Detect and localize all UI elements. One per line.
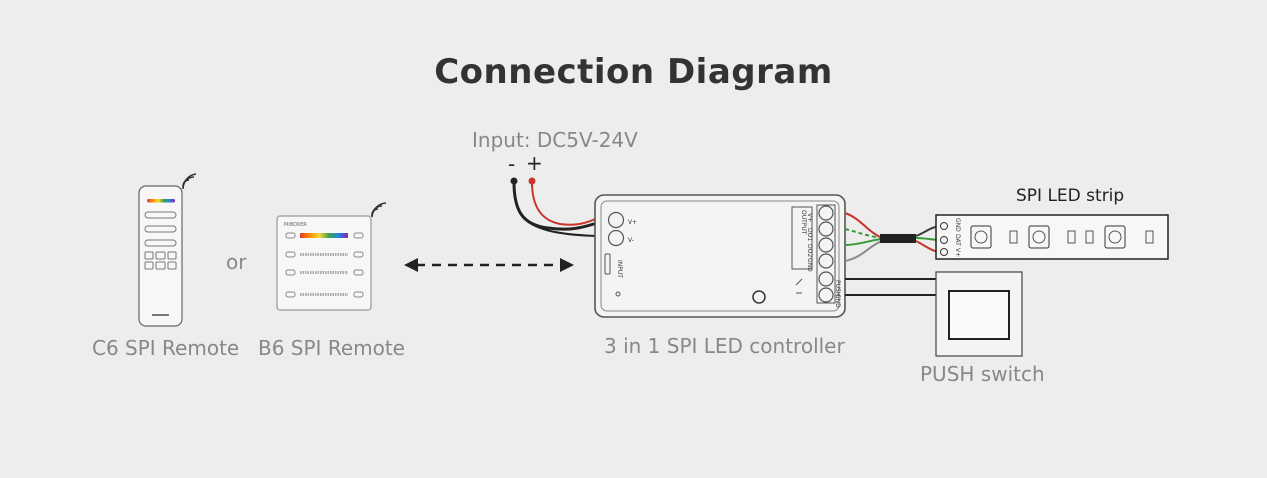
pin-push: PUSH xyxy=(834,280,841,296)
led-strip: GND DAT V+ xyxy=(935,214,1169,260)
strip-pin-vplus: V+ xyxy=(954,248,961,257)
b6-remote-label: B6 SPI Remote xyxy=(258,336,405,360)
controller-label: 3 in 1 SPI LED controller xyxy=(604,334,845,358)
strip-label: SPI LED strip xyxy=(1016,186,1125,206)
input-voltage-label: Input: DC5V-24V xyxy=(472,128,638,152)
pin-push-gnd: GND xyxy=(834,294,841,308)
pin-gnd: GND xyxy=(806,258,813,272)
page-title: Connection Diagram xyxy=(434,52,833,92)
spi-controller: V+ V- INPUT OUTPUT V+ DO1 DO2 GND PUSH G… xyxy=(594,194,846,318)
b6-brand: MiBOXER xyxy=(284,222,307,228)
input-text: INPUT xyxy=(616,260,623,278)
strip-pin-dat: DAT xyxy=(954,234,961,246)
output-wires xyxy=(844,212,943,296)
or-label: or xyxy=(226,250,247,274)
strip-pin-gnd: GND xyxy=(954,218,961,232)
input-plus-sign: + xyxy=(526,151,543,175)
terminal-vminus: V- xyxy=(628,237,634,244)
b6-signal-icon xyxy=(371,202,387,218)
wireless-arrow xyxy=(404,258,574,272)
push-switch xyxy=(935,271,1023,357)
input-minus-sign: - xyxy=(508,152,516,176)
output-text: OUTPUT xyxy=(800,210,807,235)
c6-remote xyxy=(138,185,183,327)
pin-do1: DO1 xyxy=(806,228,813,241)
b6-remote: MiBOXER xyxy=(276,215,372,311)
input-wires xyxy=(510,177,602,237)
pin-do2: DO2 xyxy=(806,244,813,257)
push-switch-label: PUSH switch xyxy=(920,362,1045,386)
c6-signal-icon xyxy=(182,173,197,190)
c6-remote-label: C6 SPI Remote xyxy=(92,336,240,360)
terminal-vplus: V+ xyxy=(628,219,637,226)
pin-vplus: V+ xyxy=(806,213,813,222)
